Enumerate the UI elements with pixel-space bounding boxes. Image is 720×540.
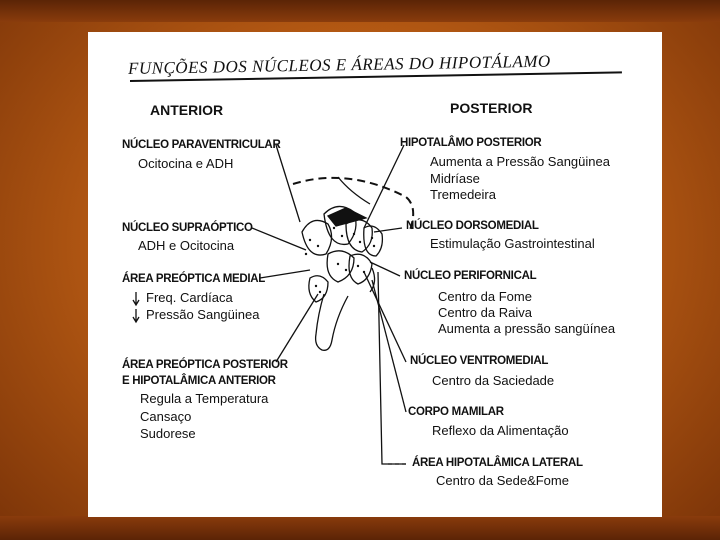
nucleus-blob-7 — [309, 276, 328, 302]
down-arrow-1 — [133, 292, 139, 305]
hypothalamus-diagram — [88, 32, 662, 517]
nucleus-blob-3 — [346, 220, 372, 252]
nucleus-speckles — [305, 227, 375, 293]
leader-hipotalamica-lateral — [378, 272, 406, 464]
leader-corpo-mamilar — [372, 280, 406, 412]
pituitary-stalk — [316, 294, 348, 350]
slide-frame-top — [0, 0, 720, 22]
nucleus-blob-4 — [364, 226, 383, 256]
leader-preoptica-posterior — [276, 294, 318, 362]
diagram-panel: FUNÇÕES DOS NÚCLEOS E ÁREAS DO HIPOTÁLAM… — [88, 32, 662, 517]
slide-frame-bottom — [0, 516, 720, 540]
dark-nucleus — [328, 208, 366, 226]
leader-hipotalamo-posterior — [364, 145, 404, 228]
leader-preoptica-medial — [260, 270, 310, 278]
nucleus-blob-1 — [302, 220, 332, 255]
down-arrow-2 — [133, 309, 139, 322]
leader-ventromedial — [364, 272, 406, 362]
leader-supraoptico — [252, 228, 306, 250]
